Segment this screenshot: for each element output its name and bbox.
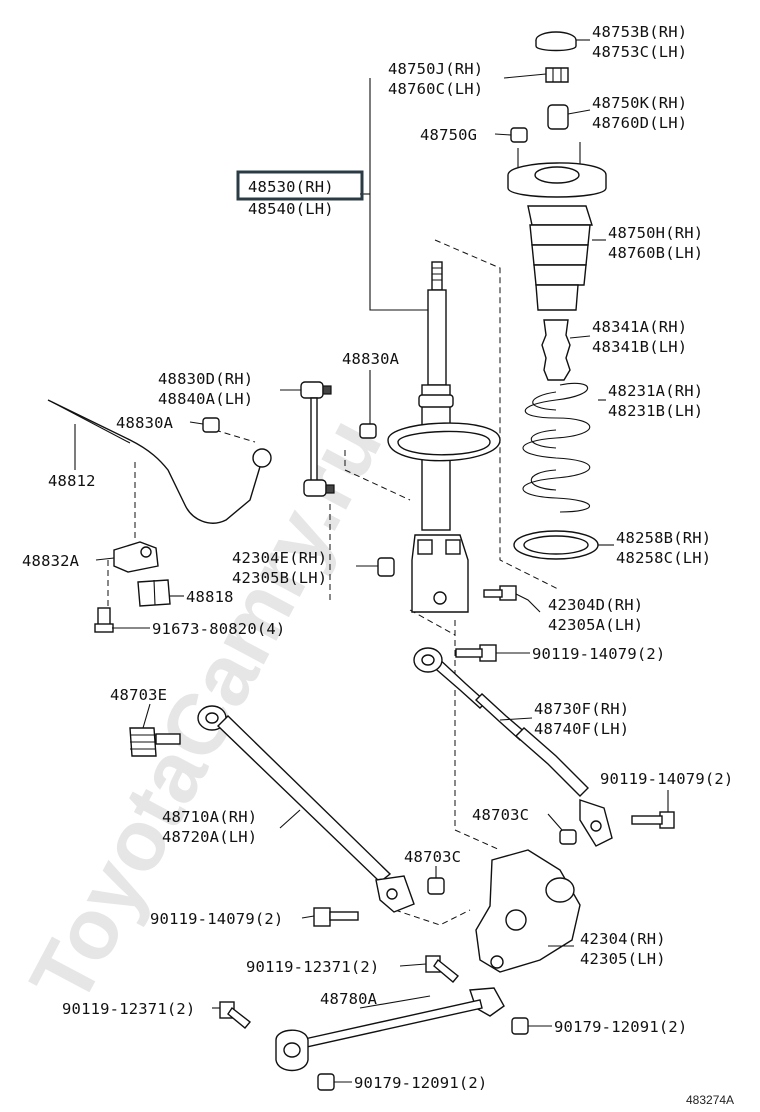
spring-insulator [513, 530, 599, 560]
support-mount-with-boot [507, 142, 607, 311]
label-90179-a: 90179-12091(2) [554, 1018, 687, 1036]
label-48750k-lh: 48760D(LH) [592, 114, 687, 132]
label-48730f-lh: 48740F(LH) [534, 720, 629, 738]
leader-lines [74, 39, 669, 1083]
upper-nut [545, 67, 569, 83]
label-48231-lh: 48231B(LH) [608, 402, 703, 420]
label-48750h-rh: 48750H(RH) [608, 224, 703, 242]
label-48750h-lh: 48760B(LH) [608, 244, 703, 262]
label-48812: 48812 [48, 472, 96, 490]
strut-rod-nut-b [317, 1073, 335, 1091]
stabilizer-bracket [113, 541, 159, 573]
bump-stopper [541, 319, 571, 381]
label-48780a: 48780A [320, 990, 378, 1008]
shock-absorber [387, 261, 501, 613]
arm-nut-right [559, 829, 577, 845]
stabilizer-bar [47, 399, 272, 524]
label-48750j-rh: 48750J(RH) [388, 60, 483, 78]
label-48530-rh: 48530(RH) [248, 178, 334, 196]
stabilizer-bushing [137, 579, 171, 607]
stabilizer-nut-left [202, 417, 220, 433]
label-48830a-top: 48830A [342, 350, 400, 368]
arm-bolt-upper [455, 644, 497, 662]
label-48753-rh: 48753B(RH) [592, 23, 687, 41]
label-90119-a: 90119-14079(2) [532, 645, 665, 663]
strut-rod-nut-a [511, 1017, 529, 1035]
label-42304e-lh: 42305B(LH) [232, 569, 327, 587]
lower-arm-no2 [413, 647, 613, 847]
label-42304d-rh: 42304D(RH) [548, 596, 643, 614]
label-48830a-left: 48830A [116, 414, 174, 432]
highlight-box [236, 170, 364, 201]
label-42304-rh: 42304(RH) [580, 930, 666, 948]
label-90119-c: 90119-14079(2) [150, 910, 283, 928]
strut-bolt [483, 585, 517, 601]
label-48710a-rh: 48710A(RH) [162, 808, 257, 826]
label-48830d-rh: 48830D(RH) [158, 370, 253, 388]
spacer-collar [547, 104, 569, 130]
label-90179-b: 90179-12091(2) [354, 1074, 487, 1092]
strut-nut [377, 557, 395, 577]
label-48341-lh: 48341B(LH) [592, 338, 687, 356]
label-48818: 48818 [186, 588, 234, 606]
label-48750g: 48750G [420, 126, 477, 144]
arm-bushing [129, 727, 181, 757]
label-90119-12371-a: 90119-12371(2) [246, 958, 379, 976]
carrier-bolt-b [219, 1001, 252, 1029]
upper-support-cap [535, 31, 577, 52]
label-42304-lh: 42305(LH) [580, 950, 666, 968]
label-90119-12371-b: 90119-12371(2) [62, 1000, 195, 1018]
label-48753-lh: 48753C(LH) [592, 43, 687, 61]
stabilizer-link [300, 381, 335, 497]
diagram-code: 483274A [686, 1093, 734, 1107]
label-48341-rh: 48341A(RH) [592, 318, 687, 336]
label-48730f-rh: 48730F(RH) [534, 700, 629, 718]
carrier-bolt-a [425, 955, 459, 983]
arm-nut-mid [427, 877, 445, 895]
flange-nut [510, 127, 528, 143]
label-48258-rh: 48258B(RH) [616, 529, 711, 547]
label-42304e-rh: 42304E(RH) [232, 549, 327, 567]
strut-assembly-outline [344, 239, 561, 851]
stabilizer-nut-right [359, 423, 377, 439]
link-outline [107, 429, 471, 926]
strut-rod [275, 987, 505, 1072]
label-48750k-rh: 48750K(RH) [592, 94, 687, 112]
label-48231-rh: 48231A(RH) [608, 382, 703, 400]
lower-arm-no1 [197, 705, 415, 913]
label-91673: 91673-80820(4) [152, 620, 285, 638]
label-48703c-mid: 48703C [404, 848, 461, 866]
label-90119-b: 90119-14079(2) [600, 770, 733, 788]
label-48710a-lh: 48720A(LH) [162, 828, 257, 846]
label-48830d-lh: 48840A(LH) [158, 390, 253, 408]
label-42304d-lh: 42305A(LH) [548, 616, 643, 634]
label-48703e: 48703E [110, 686, 167, 704]
coil-spring [522, 382, 591, 513]
label-48258-lh: 48258C(LH) [616, 549, 711, 567]
label-48750j-lh: 48760C(LH) [388, 80, 483, 98]
arm-bolt-right [631, 811, 675, 829]
rear-axle-carrier [475, 849, 581, 973]
label-48703c-right: 48703C [472, 806, 529, 824]
label-48530-lh: 48540(LH) [248, 200, 334, 218]
arm-bolt-left [313, 907, 359, 927]
bracket-bolt [94, 607, 114, 633]
label-48832a: 48832A [22, 552, 80, 570]
